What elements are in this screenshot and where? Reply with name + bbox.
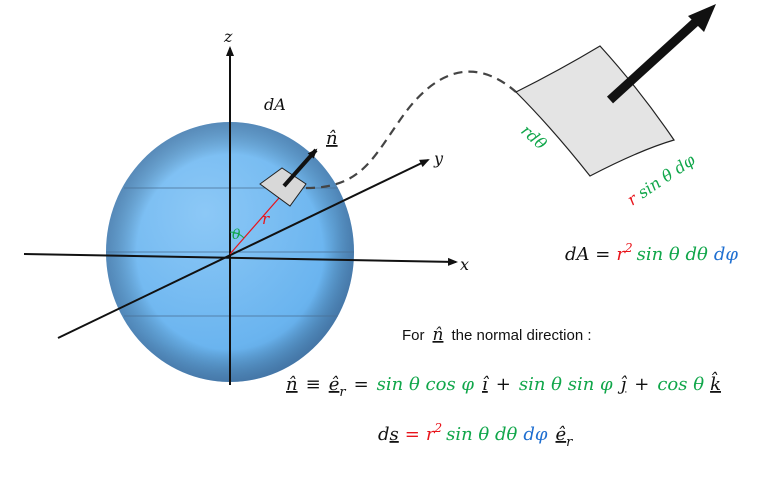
r-dtheta-label: rdθ bbox=[517, 121, 550, 154]
x-axis bbox=[23, 253, 458, 266]
x-axis-label: x bbox=[460, 255, 469, 274]
y-axis-label: y bbox=[433, 149, 444, 168]
r-sin-dphi-label: r sin θ dφ bbox=[624, 150, 700, 210]
theta-label: θ bbox=[232, 227, 241, 243]
dA-label: dA bbox=[264, 95, 286, 114]
y-axis bbox=[57, 159, 430, 339]
theta-arc bbox=[229, 231, 245, 239]
surface-element-small bbox=[259, 167, 307, 207]
normal-vector-large bbox=[606, 14, 704, 104]
normal-vector-small bbox=[282, 148, 318, 188]
radius-line bbox=[229, 189, 287, 255]
surface-element-large bbox=[514, 45, 675, 177]
z-axis-label: z bbox=[223, 27, 233, 46]
normal-label-small: n̂ bbox=[326, 128, 338, 149]
normal-vector-large-head bbox=[688, 4, 716, 32]
zoom-connector bbox=[305, 70, 517, 190]
radius-label: r bbox=[262, 210, 270, 228]
